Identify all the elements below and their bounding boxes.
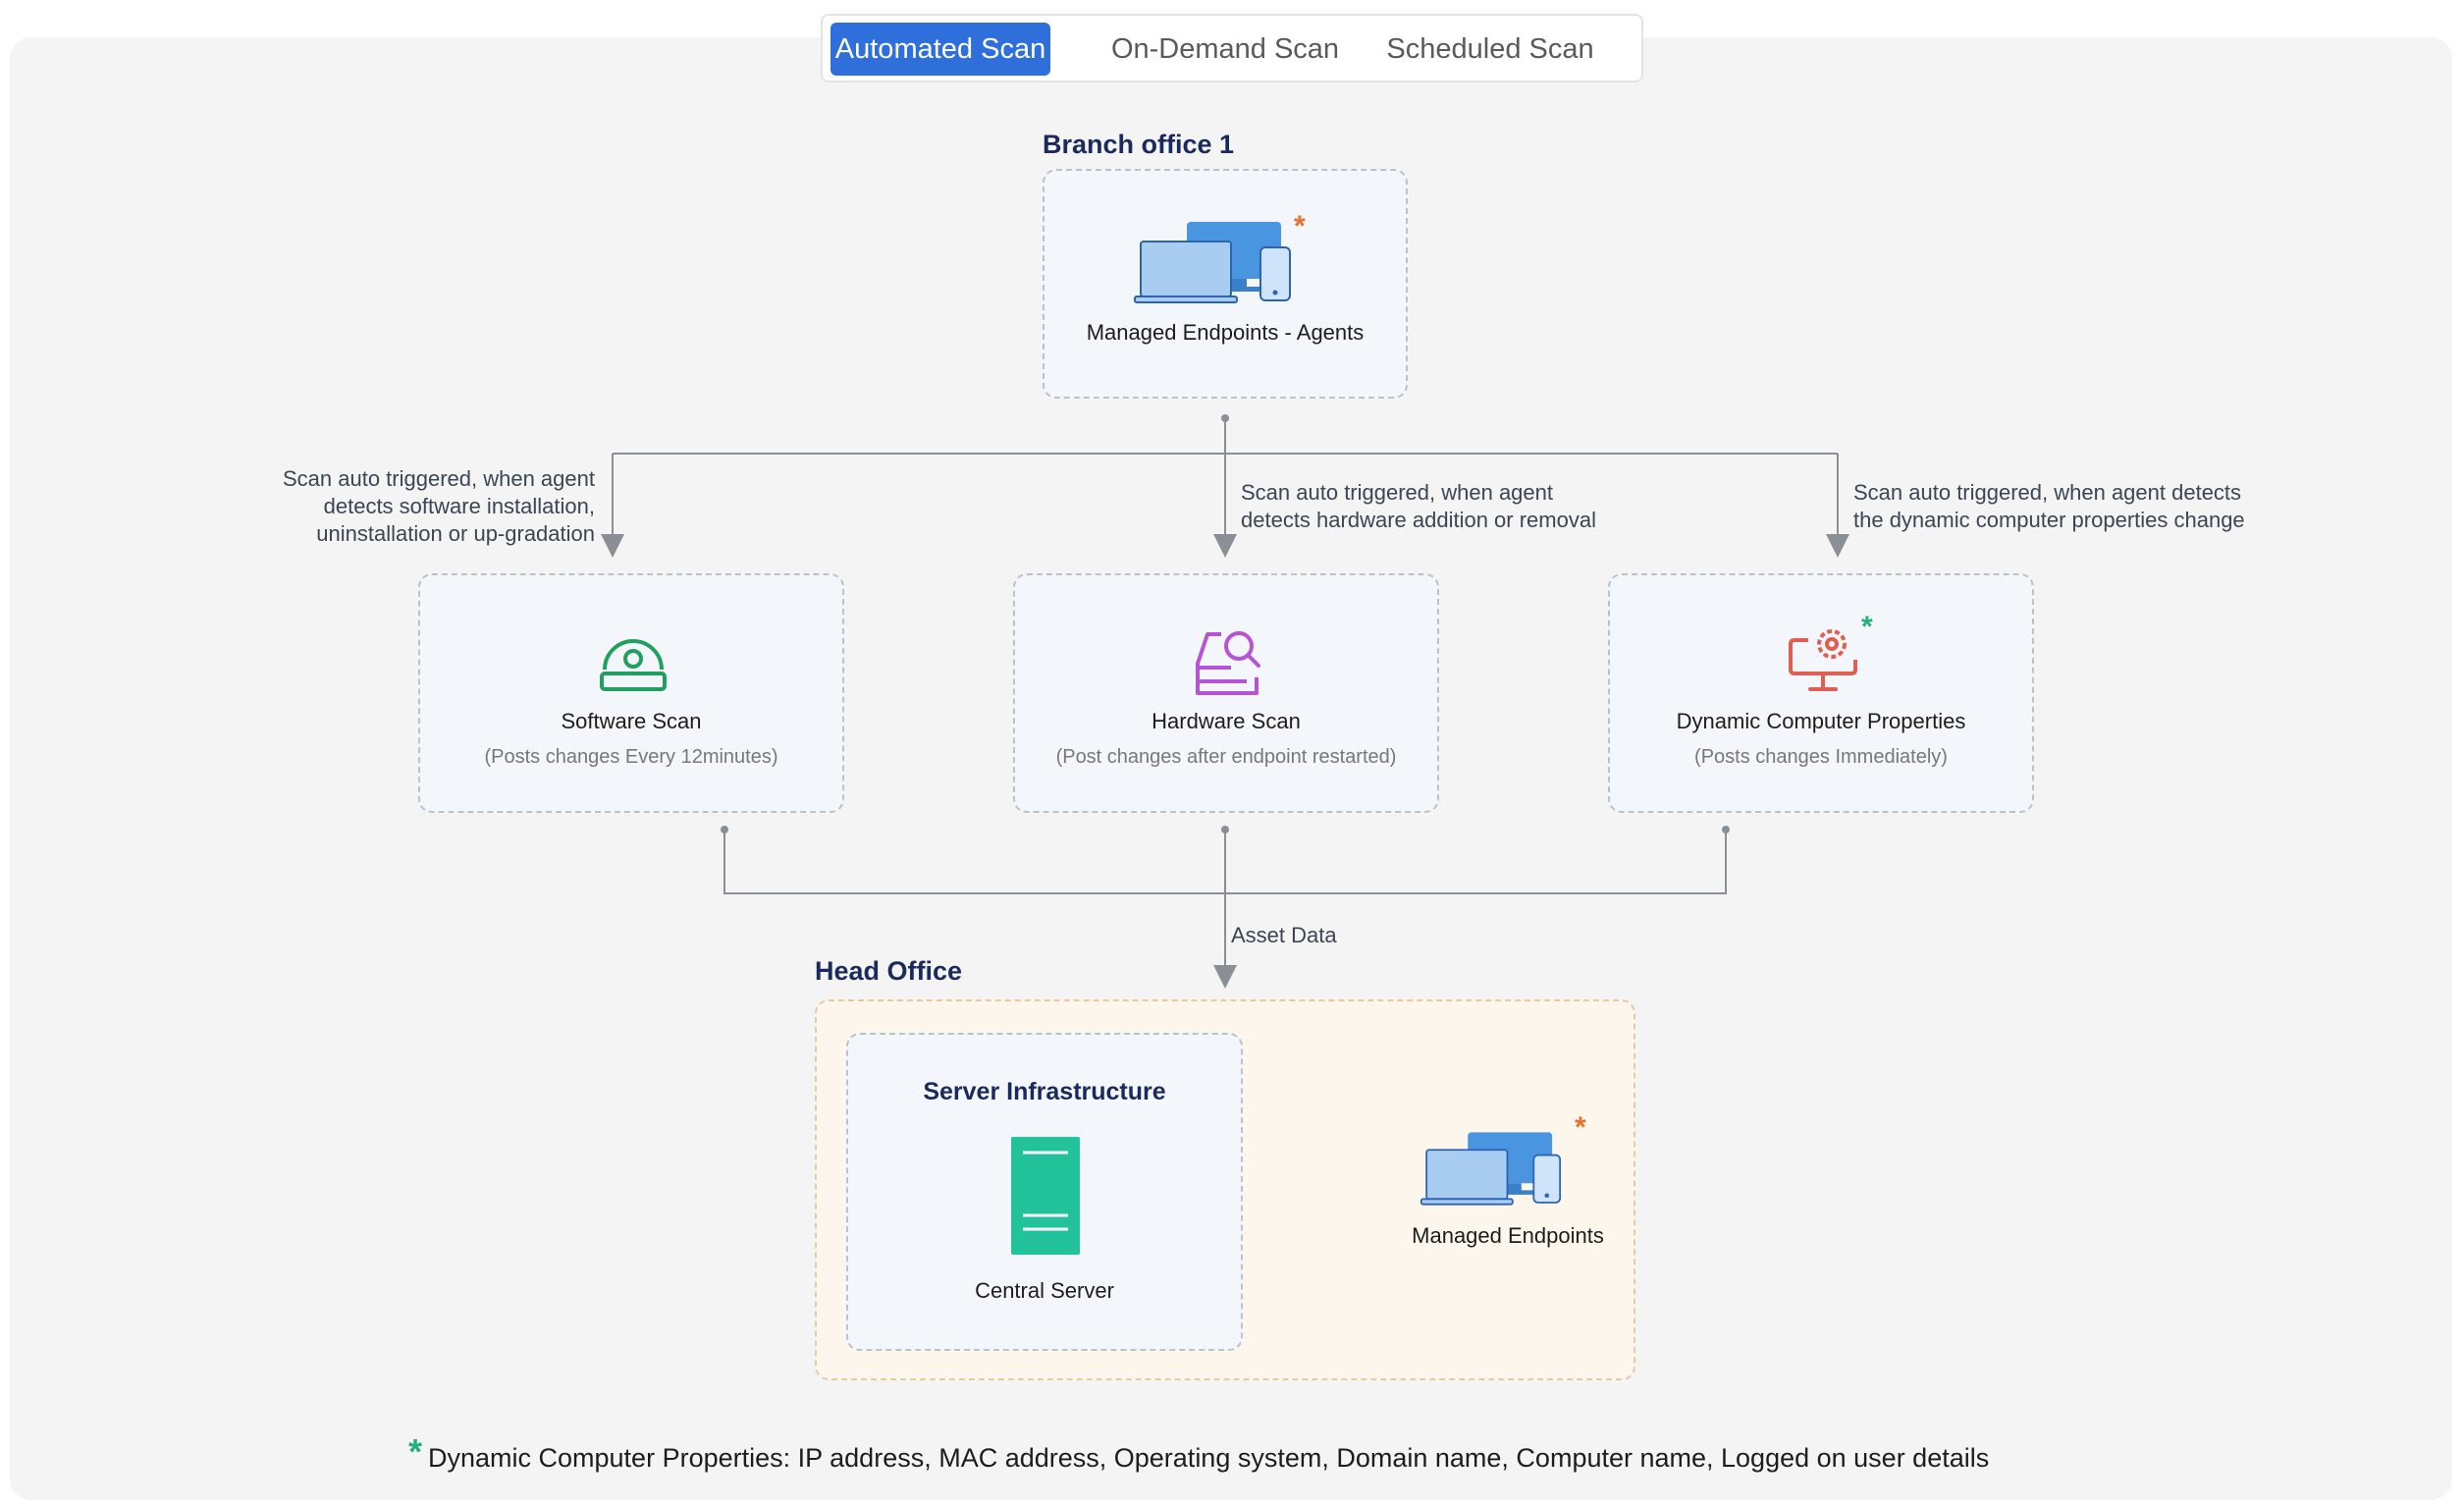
branch-endpoints-box: * Managed Endpoints - Agents — [1043, 169, 1408, 399]
monitor-gear-icon — [1789, 629, 1857, 691]
footnote-text: Dynamic Computer Properties: IP address,… — [428, 1443, 1990, 1473]
dynamic-asterisk: * — [1861, 611, 1873, 643]
software-scan-subtitle: (Posts changes Every 12minutes) — [484, 746, 778, 768]
connector-dot — [1221, 826, 1229, 834]
branch-endpoints-label: Managed Endpoints - Agents — [1086, 320, 1365, 345]
software-scan-card: Software Scan (Posts changes Every 12min… — [418, 573, 844, 813]
hardware-scan-card: Hardware Scan (Post changes after endpoi… — [1013, 573, 1439, 813]
devices-icon — [1134, 222, 1291, 303]
head-office-title: Head Office — [815, 956, 963, 986]
connector-dot — [1221, 414, 1229, 422]
branch-to-scans-line — [613, 418, 1838, 455]
asset-data-label: Asset Data — [1231, 923, 1337, 947]
scans-merge-line — [723, 830, 1727, 894]
software-disc-icon — [600, 639, 667, 691]
central-server-label: Central Server — [975, 1278, 1114, 1303]
dynamic-properties-subtitle: (Posts changes Immediately) — [1694, 746, 1948, 768]
hardware-search-icon — [1196, 631, 1260, 695]
tab-automated-scan[interactable]: Automated Scan — [830, 23, 1050, 76]
software-trigger-note: Scan auto triggered, when agent detects … — [282, 466, 595, 546]
software-scan-title: Software Scan — [561, 709, 702, 733]
dynamic-trigger-note: Scan auto triggered, when agent detects … — [1853, 480, 2245, 532]
hardware-scan-subtitle: (Post changes after endpoint restarted) — [1055, 746, 1397, 768]
central-server-icon — [1011, 1137, 1080, 1255]
agent-asterisk: * — [1294, 210, 1306, 242]
server-infrastructure-box: Server Infrastructure Central Server — [846, 1033, 1243, 1351]
hardware-trigger-note: Scan auto triggered, when agent detects … — [1241, 480, 1596, 532]
connector-dot — [721, 826, 728, 834]
managed-devices-icon — [1419, 1132, 1562, 1206]
footnote-marker: * — [408, 1431, 423, 1472]
endpoint-asterisk: * — [1575, 1111, 1586, 1144]
server-infrastructure-title: Server Infrastructure — [923, 1078, 1166, 1105]
scan-type-tabs: Automated Scan On-Demand Scan Scheduled … — [821, 14, 1643, 82]
managed-endpoints-label: Managed Endpoints — [1412, 1223, 1604, 1248]
tab-on-demand-scan[interactable]: On-Demand Scan — [1110, 33, 1340, 65]
hardware-scan-title: Hardware Scan — [1152, 709, 1301, 733]
connector-dot — [1722, 826, 1730, 834]
branch-office-title: Branch office 1 — [1043, 130, 1235, 159]
tab-scheduled-scan[interactable]: Scheduled Scan — [1386, 33, 1594, 65]
dynamic-properties-title: Dynamic Computer Properties — [1676, 709, 1966, 733]
dynamic-properties-card: * Dynamic Computer Properties (Posts cha… — [1608, 573, 2034, 813]
head-office-box: Server Infrastructure Central Server * M… — [815, 999, 1635, 1380]
